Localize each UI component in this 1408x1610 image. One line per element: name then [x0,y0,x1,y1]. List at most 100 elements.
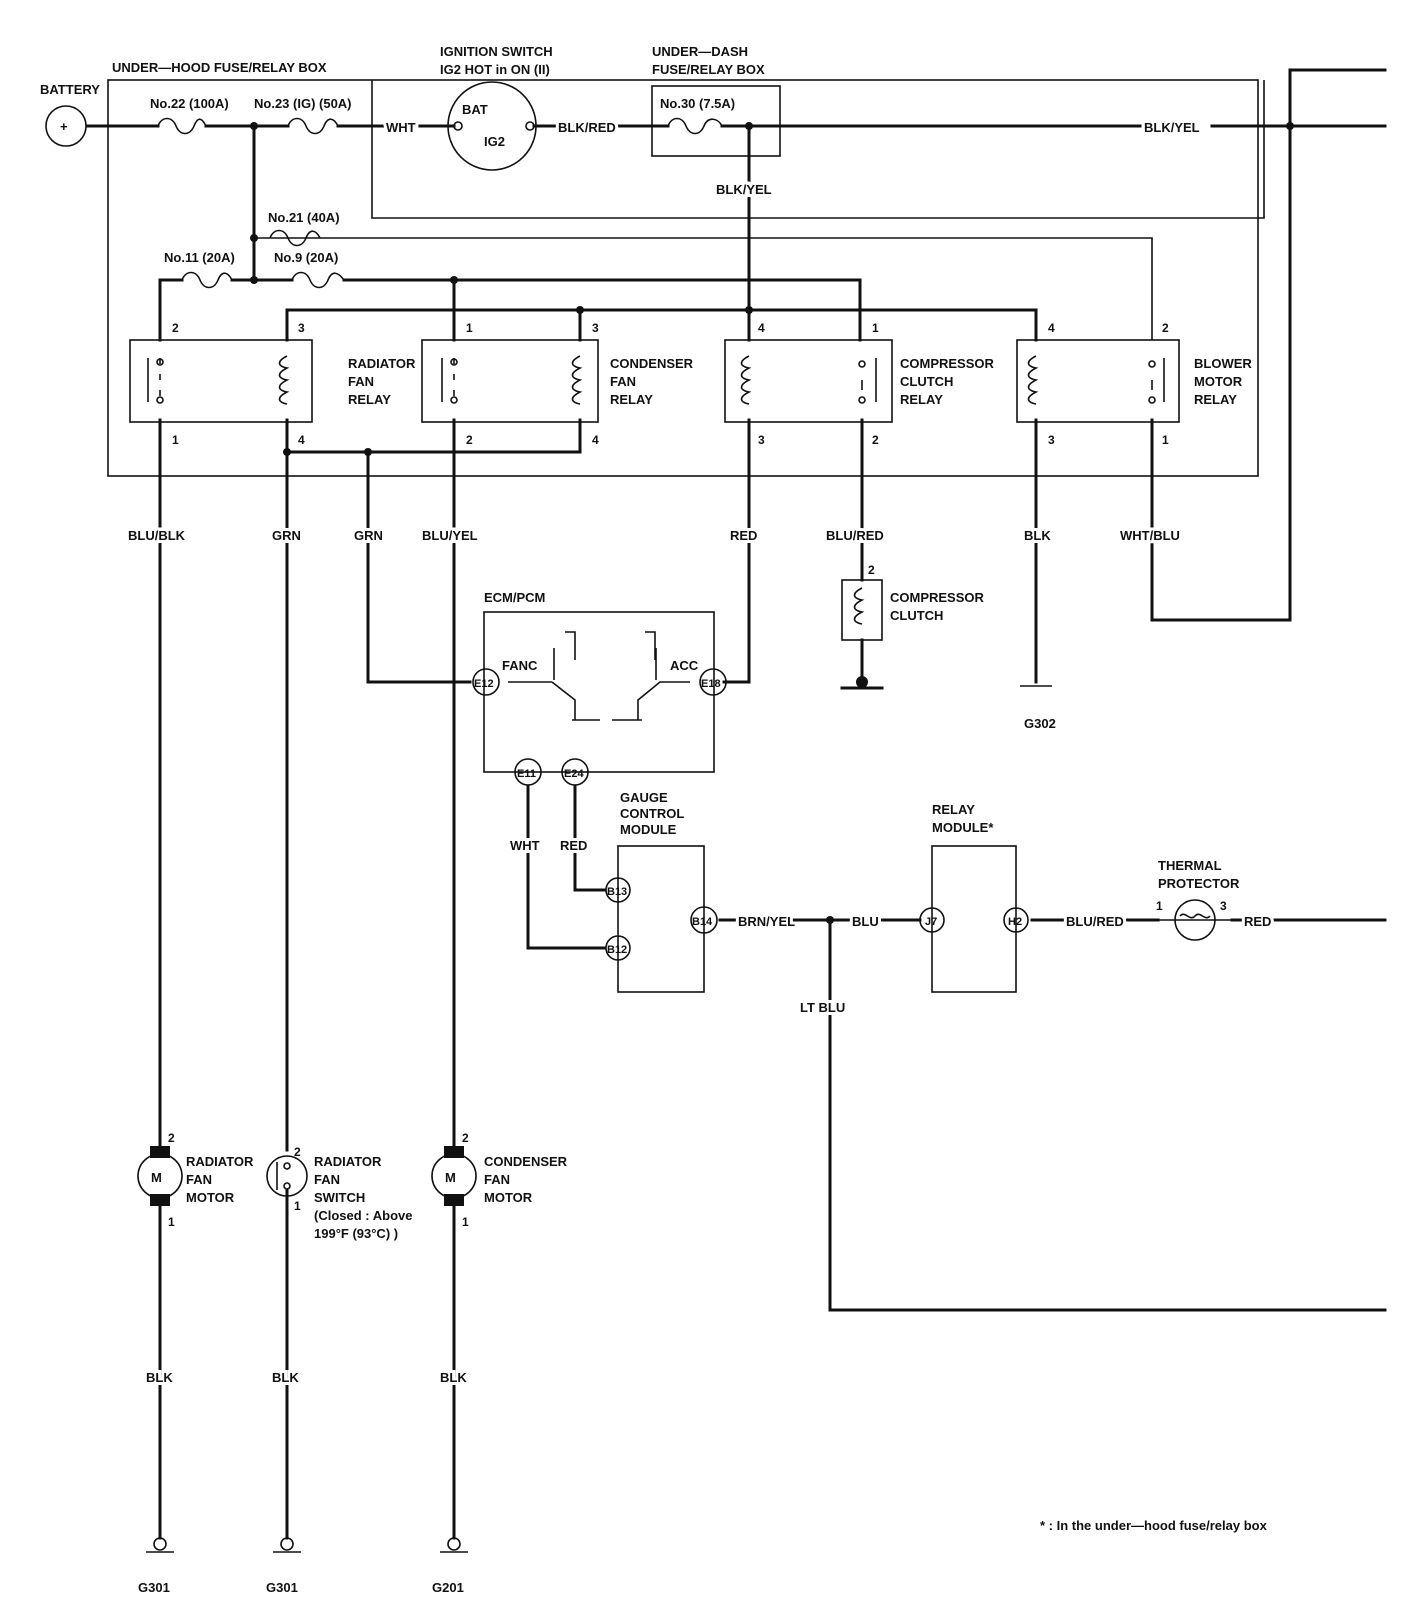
ecm-internal [508,631,690,721]
pin-comp-1: 1 [872,321,879,335]
wire-blk-2: BLK [272,1370,299,1385]
radiator-fan-switch-label-5: 199°F (93°C) ) [314,1226,398,1241]
pin-rad-switch-1: 1 [294,1199,301,1213]
fuse-no9 [291,271,345,289]
pin-blower-3: 3 [1048,433,1055,447]
wire-blu: BLU [852,914,879,929]
under-hood-box-label: UNDER—HOOD FUSE/RELAY BOX [112,60,327,75]
radiator-fan-relay-label: RADIATOR [348,356,416,371]
pin-cond-4: 4 [592,433,599,447]
relay-module-label: RELAY [932,802,975,817]
wires [86,68,1387,1540]
ground-labels: G302 G301 G301 G201 [138,716,1056,1595]
pin-comp-2: 2 [872,433,879,447]
acc-label: ACC [670,658,699,673]
pin-cond-1: 1 [466,321,473,335]
pin-rad-switch-2: 2 [294,1145,301,1159]
gauge-control-module-box [617,845,705,993]
compressor-clutch-relay-label-2: CLUTCH [900,374,953,389]
battery-plus-glyph: + [60,119,68,134]
wire-blk-red: BLK/RED [558,120,616,135]
battery-symbol: + [45,105,87,147]
wire-color-labels: WHT BLK/RED BLK/YEL BLK/YEL BLU/BLK GRN … [125,117,1274,1388]
pin-comp-clutch-2: 2 [868,563,875,577]
blower-motor-relay-label-3: RELAY [1194,392,1237,407]
fuse-no23-label: No.23 (IG) (50A) [254,96,352,111]
fuse-no21 [269,229,321,247]
wire-red-gcm: RED [560,838,587,853]
ecm-pcm-box [483,611,715,773]
condenser-fan-relay-label-2: FAN [610,374,636,389]
radiator-fan-motor-label: RADIATOR [186,1154,254,1169]
radiator-fan-switch-label-3: SWITCH [314,1190,365,1205]
wire-lt-blu: LT BLU [800,1000,845,1015]
fuse-no22 [157,117,207,135]
radiator-fan-motor-symbol: M [137,1146,183,1206]
radiator-fan-relay-box [129,339,313,423]
pin-cond-2: 2 [466,433,473,447]
radiator-fan-switch-label-2: FAN [314,1172,340,1187]
condenser-fan-motor-label-3: MOTOR [484,1190,533,1205]
boxes [107,79,1259,993]
fuse-no11 [181,271,233,289]
battery-label: BATTERY [40,82,100,97]
ignition-switch-label: IGNITION SWITCH [440,44,553,59]
wire-blu-blk: BLU/BLK [128,528,186,543]
compressor-clutch-relay-label: COMPRESSOR [900,356,995,371]
condenser-motor-m: M [445,1170,456,1185]
ignition-ig2-label: IG2 [484,134,505,149]
wire-grn-2: GRN [354,528,383,543]
wire-blk-3: BLK [440,1370,467,1385]
under-dash-box [651,85,781,157]
radiator-fan-switch-symbol [266,1155,308,1197]
terminal-e24: E24 [564,768,584,780]
fuse-no21-label: No.21 (40A) [268,210,340,225]
wire-blk-yel-down: BLK/YEL [716,182,772,197]
fuse-labels: No.22 (100A) No.23 (IG) (50A) No.30 (7.5… [150,96,735,265]
pin-blower-1: 1 [1162,433,1169,447]
wire-blk-1: BLK [146,1370,173,1385]
thin-wires [254,80,1265,340]
ignition-switch-symbol [418,81,542,171]
wire-blu-red-comp: BLU/RED [826,528,884,543]
fuse-no23 [287,117,339,135]
wire-wht-blu: WHT/BLU [1120,528,1180,543]
radiator-fan-motor-label-3: MOTOR [186,1190,235,1205]
wire-red-tp: RED [1244,914,1271,929]
radiator-fan-relay-label-2: FAN [348,374,374,389]
pin-cond-3: 3 [592,321,599,335]
terminal-circles [472,668,1029,961]
blower-motor-relay-label: BLOWER [1194,356,1252,371]
radiator-fan-switch-label: RADIATOR [314,1154,382,1169]
pin-rad-motor-2: 2 [168,1131,175,1145]
blower-motor-relay-box [1016,339,1180,423]
component-labels: BATTERY UNDER—HOOD FUSE/RELAY BOX IGNITI… [40,44,1252,1241]
radiator-motor-m: M [151,1170,162,1185]
terminal-b12: B12 [607,944,627,956]
wire-blk-g302: BLK [1024,528,1051,543]
condenser-fan-relay-label-3: RELAY [610,392,653,407]
gauge-control-module-label: GAUGE [620,790,668,805]
compressor-clutch-relay-box [724,339,893,423]
condenser-fan-relay-box [421,339,599,423]
pin-cond-motor-1: 1 [462,1215,469,1229]
blower-motor-relay-label-2: MOTOR [1194,374,1243,389]
under-dash-box-sublabel: FUSE/RELAY BOX [652,62,765,77]
fuse-no30 [667,117,723,135]
radiator-fan-switch-label-4: (Closed : Above [314,1208,412,1223]
wire-wht-top: WHT [386,120,416,135]
compressor-clutch-label-2: CLUTCH [890,608,943,623]
relay-symbols [147,355,1165,625]
wire-blu-yel: BLU/YEL [422,528,478,543]
ground-symbols [146,676,1052,1553]
footnote: * : In the under—hood fuse/relay box [1040,1518,1268,1533]
ground-g302: G302 [1024,716,1056,731]
junctions [250,122,1294,924]
relay-module-label-2: MODULE* [932,820,994,835]
wire-wht-ecm: WHT [510,838,540,853]
compressor-clutch-box [841,579,883,641]
gauge-control-module-label-2: CONTROL [620,806,684,821]
pin-rad-3: 3 [298,321,305,335]
thermal-protector-symbol [1158,899,1232,941]
